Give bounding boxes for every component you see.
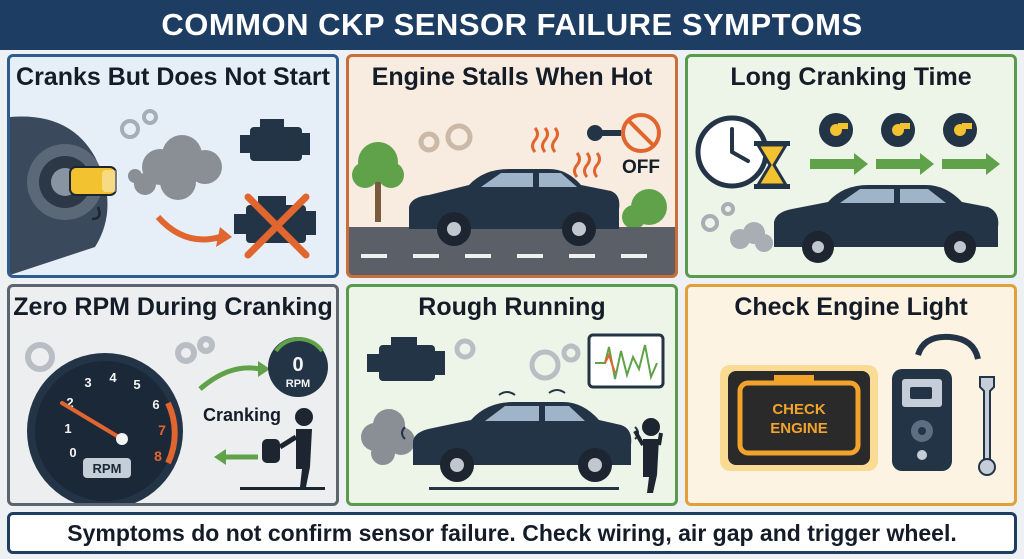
rpm-gauge-icon: 0 RPM bbox=[268, 337, 328, 397]
person-turning-key-icon bbox=[240, 408, 325, 490]
wrench-icon bbox=[978, 376, 996, 476]
tach-tick: 0 bbox=[69, 445, 76, 460]
engine-icon bbox=[367, 337, 445, 381]
tach-tick: 6 bbox=[152, 397, 159, 412]
arrow-icon bbox=[91, 206, 101, 221]
panel-check-engine-light: Check Engine Light CHECK ENGINE bbox=[685, 284, 1017, 506]
panel-stalls-when-hot: Engine Stalls When Hot bbox=[346, 54, 678, 278]
panel-title: Zero RPM During Cranking bbox=[13, 293, 333, 321]
panel-rough-running: Rough Running bbox=[346, 284, 678, 506]
key-off-icon bbox=[587, 125, 621, 141]
obd-scanner-icon bbox=[892, 333, 981, 471]
exhaust-smoke-icon bbox=[128, 135, 222, 200]
road-markings bbox=[361, 254, 647, 258]
tach-hub bbox=[116, 433, 128, 445]
panel-title: Check Engine Light bbox=[734, 293, 968, 321]
road-icon bbox=[349, 227, 675, 275]
tach-tick: 5 bbox=[133, 377, 140, 392]
rpm-unit: RPM bbox=[286, 378, 310, 390]
panel-long-cranking: Long Cranking Time bbox=[685, 54, 1017, 278]
gear-icon bbox=[454, 338, 581, 381]
gear-icon bbox=[120, 109, 158, 139]
tach-tick: 2 bbox=[66, 395, 73, 410]
tree-icon bbox=[622, 189, 667, 229]
zero-rpm-illustration: 0 1 2 3 4 5 6 7 8 RPM 0 RPM Cranking bbox=[25, 336, 328, 503]
rpm-value: 0 bbox=[292, 354, 303, 376]
arrow-head-icon bbox=[216, 227, 232, 247]
car-icon bbox=[409, 169, 620, 246]
tach-tick: 3 bbox=[84, 375, 91, 390]
cranks-no-start-illustration bbox=[10, 109, 316, 275]
no-sign-icon bbox=[621, 113, 661, 153]
key-turn-icon bbox=[943, 113, 977, 147]
warning-line-1: CHECK bbox=[772, 401, 826, 418]
gear-icon bbox=[418, 123, 473, 153]
arrow-icon bbox=[155, 214, 221, 243]
page-title: COMMON CKP SENSOR FAILURE SYMPTOMS bbox=[0, 0, 1024, 50]
long-cranking-illustration bbox=[695, 113, 1000, 263]
car-icon bbox=[774, 185, 999, 263]
tach-tick-redline: 7 bbox=[158, 422, 166, 438]
tach-needle bbox=[60, 401, 124, 441]
cranking-label: Cranking bbox=[203, 405, 281, 425]
panel-title: Long Cranking Time bbox=[730, 63, 972, 91]
rough-running-illustration bbox=[361, 333, 665, 493]
panel-zero-rpm: Zero RPM During Cranking 0 1 2 3 4 5 6 7… bbox=[7, 284, 339, 506]
ignition-key-icon bbox=[10, 116, 118, 275]
arrow-icon bbox=[198, 365, 261, 391]
engine-crossed-out-icon bbox=[234, 193, 316, 259]
warning-line-2: ENGINE bbox=[770, 420, 828, 437]
hourglass-icon bbox=[754, 141, 790, 189]
off-label: OFF bbox=[622, 157, 660, 178]
arrow-head-icon bbox=[258, 361, 270, 377]
panel-title: Engine Stalls When Hot bbox=[371, 63, 653, 91]
tach-tick: 1 bbox=[64, 421, 71, 436]
tach-tick: 4 bbox=[109, 370, 117, 385]
panel-title: Cranks But Does Not Start bbox=[16, 63, 330, 91]
engine-icon bbox=[240, 119, 310, 161]
clock-icon bbox=[695, 115, 769, 189]
worried-person-icon bbox=[633, 418, 663, 493]
panel-cranks-no-start: Cranks But Does Not Start bbox=[7, 54, 339, 278]
tach-tick-redline: 8 bbox=[154, 448, 162, 464]
key-turn-icon bbox=[881, 113, 915, 147]
key-turn-icon bbox=[819, 113, 853, 147]
exhaust-smoke-icon bbox=[730, 222, 773, 252]
tachometer-icon: 0 1 2 3 4 5 6 7 8 RPM bbox=[27, 353, 183, 503]
arrow-head-icon bbox=[214, 449, 226, 465]
gear-icon bbox=[701, 202, 735, 232]
check-engine-light-icon: CHECK ENGINE bbox=[720, 365, 878, 471]
stalls-when-hot-illustration: OFF bbox=[349, 113, 675, 275]
exhaust-smoke-icon bbox=[361, 409, 415, 465]
check-engine-illustration: CHECK ENGINE bbox=[720, 333, 996, 476]
panel-title: Rough Running bbox=[418, 293, 606, 321]
gear-icon bbox=[25, 336, 215, 372]
waveform-monitor-icon bbox=[587, 333, 665, 389]
disclaimer-footer: Symptoms do not confirm sensor failure. … bbox=[7, 512, 1017, 554]
tree-icon bbox=[352, 142, 404, 222]
tach-unit-label: RPM bbox=[93, 461, 122, 476]
shaking-car-icon bbox=[401, 389, 639, 490]
arrow-icon bbox=[810, 153, 1000, 175]
heat-waves-icon bbox=[531, 127, 601, 178]
